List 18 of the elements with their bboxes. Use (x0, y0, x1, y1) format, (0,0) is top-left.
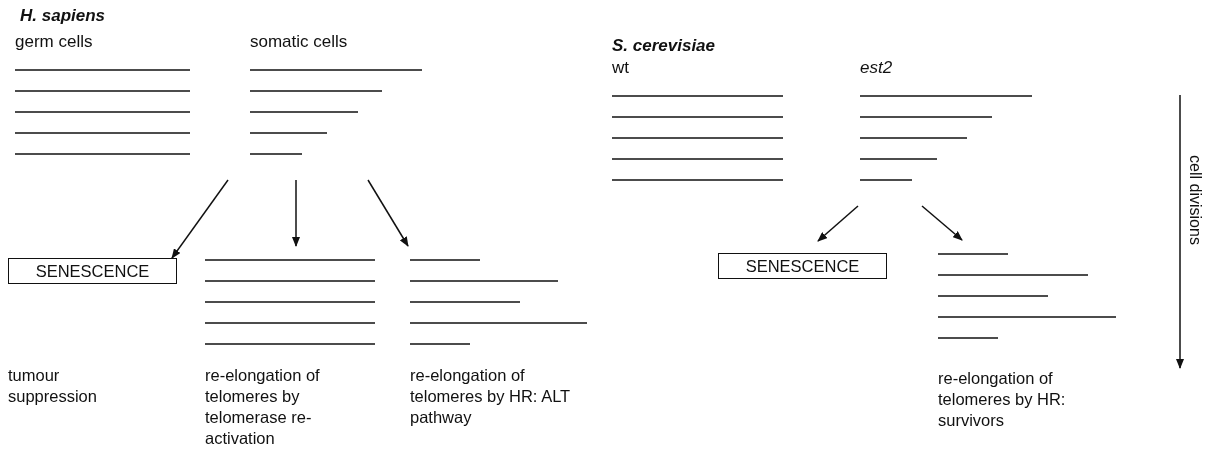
cell-type-label: germ cells (15, 32, 94, 52)
state-box: SENESCENCE (718, 253, 887, 279)
axis-label: cell divisions (1185, 155, 1205, 245)
arrow (171, 179, 229, 259)
cell-type-label: wt (612, 58, 630, 78)
caption-text: re-elongation of telomeres by telomerase re-activation (205, 365, 321, 449)
cell-type-label: somatic cells (250, 32, 349, 52)
species-title: S. cerevisiae (612, 36, 716, 56)
arrow (817, 205, 859, 242)
caption-text: re-elongation of telomeres by HR: ALT pathway (410, 365, 571, 428)
arrow (367, 179, 409, 247)
caption-text: tumour suppression (8, 365, 98, 407)
state-box: SENESCENCE (8, 258, 177, 284)
cell-type-label: est2 (860, 58, 894, 78)
species-title: H. sapiens (20, 6, 106, 26)
arrow (292, 179, 300, 247)
caption-text: re-elongation of telomeres by HR: survivors (938, 368, 1067, 431)
arrow (921, 205, 963, 241)
